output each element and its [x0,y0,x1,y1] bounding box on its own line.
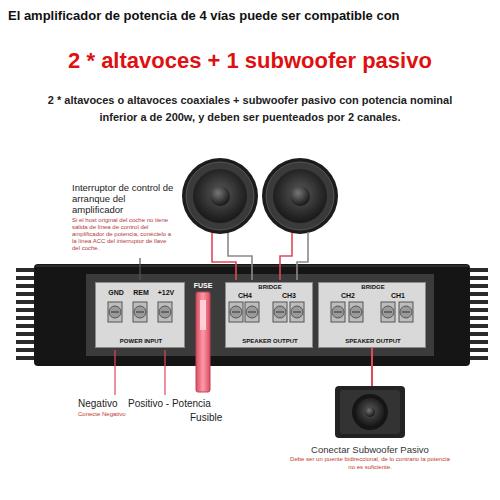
subwoofer-box [340,390,400,434]
amplifier-body [86,274,434,356]
screw-slots [161,311,169,312]
screw-slots [352,311,360,312]
terminal-screws [350,306,362,318]
terminal-screws [245,302,259,322]
description: 2 * altavoces o altavoces coaxiales + su… [30,92,470,126]
speaker-wire-positive [212,233,292,280]
screw-slots [276,311,284,312]
fuse-symbol [196,292,210,392]
screw-slots [293,311,301,312]
terminal-label: SPEAKER OUTPUT [345,338,400,344]
terminal-note: Negativo [78,398,117,409]
node-heading: Conectar Subwoofer Pasivo [290,444,450,456]
leader-line [114,350,115,395]
terminal-label: POWER INPUT [120,338,162,344]
heat-sink-fins [16,268,488,360]
screw-slots [402,311,410,312]
terminal-screws [349,302,363,322]
terminal-label: BRIDGE [258,284,281,290]
callout-note: Si el host original del coche no tiene s… [72,217,176,252]
speaker-wire-negative [228,233,252,280]
terminal-screws [399,302,413,322]
speaker [290,186,310,206]
screw-slots [384,311,392,312]
terminal-label: CH3 [282,292,296,299]
subwoofer-box [356,398,384,426]
terminal-screws [229,302,243,322]
terminal-block: CH2 BRIDGE CH1SPEAKER OUTPUT [318,282,426,348]
screw-slots [111,311,410,312]
terminal-label: BRIDGE [361,284,384,290]
screw-slots [232,311,240,312]
screw-slots [136,311,144,312]
speaker [193,169,247,223]
speaker-wire-negative [297,232,308,280]
part-label: FUSE [194,282,213,289]
leader-line [139,258,140,280]
terminal-note: Positivo - Potencia [128,398,211,409]
fuse-symbol [200,300,206,330]
terminal-screws [108,302,413,322]
speaker [182,158,338,234]
subwoofer-node: Conectar Subwoofer PasivoDebe ser un pue… [290,386,450,471]
callout-label: Interruptor de control de arranque del a… [72,182,176,215]
terminal-screws [274,306,286,318]
speaker-wire-positive [280,233,292,280]
terminal-block: GND REM +12V POWER INPUT [95,282,185,348]
terminal-screws [246,306,258,318]
terminal-screws [159,306,171,318]
terminal-screws [382,306,394,318]
fuse-symbol [196,292,210,392]
screw-slots [334,311,342,312]
bridge-wire [371,348,373,386]
terminal-screws [133,302,147,322]
terminal-block: CH4 BRIDGECH3SPEAKER OUTPUT [225,282,313,348]
speaker [210,186,230,206]
terminal-plates [95,282,185,348]
terminal-screws [291,306,303,318]
leader-line [115,258,165,395]
terminal-screws [273,302,287,322]
terminal-note: Fusible [190,412,222,423]
speaker [266,162,334,230]
title: El amplificador de potencia de 4 vías pu… [8,8,400,23]
terminal-screws [332,306,344,318]
speaker [186,162,254,230]
terminal-label: CH2 [341,292,355,299]
terminal-screws [158,302,172,322]
terminal-note: Conecte Negativo [78,411,126,417]
terminal-label: +12V [158,289,175,296]
leader-line [164,350,165,395]
terminal-screws [230,306,242,318]
speaker [273,169,327,223]
screw-slots [111,311,119,312]
terminal-plates [318,282,426,348]
terminal-screws [109,306,121,318]
node-note: Debe ser un puente bidireccional, de lo … [290,456,450,471]
subwoofer-box [352,394,388,430]
terminal-label: REM [133,289,149,296]
terminal-screws [290,302,304,322]
terminal-screws [108,302,122,322]
subtitle: 2 * altavoces + 1 subwoofer pasivo [0,48,500,74]
subwoofer-box [335,386,405,438]
terminal-screws [400,306,412,318]
terminal-label: CH4 [238,292,252,299]
terminal-label: SPEAKER OUTPUT [242,338,297,344]
terminal-plates [95,282,426,348]
terminal-label: CH1 [391,292,405,299]
speaker-wire-negative [228,232,308,280]
terminal-screws [331,302,345,322]
terminal-screws [134,306,146,318]
speaker [262,158,338,234]
terminal-label: GND [108,289,124,296]
terminal-plates [225,282,313,348]
terminal-screws [381,302,395,322]
screw-slots [248,311,256,312]
subwoofer-box [365,407,375,417]
subwoofer-box [335,386,405,438]
speaker [182,158,258,234]
